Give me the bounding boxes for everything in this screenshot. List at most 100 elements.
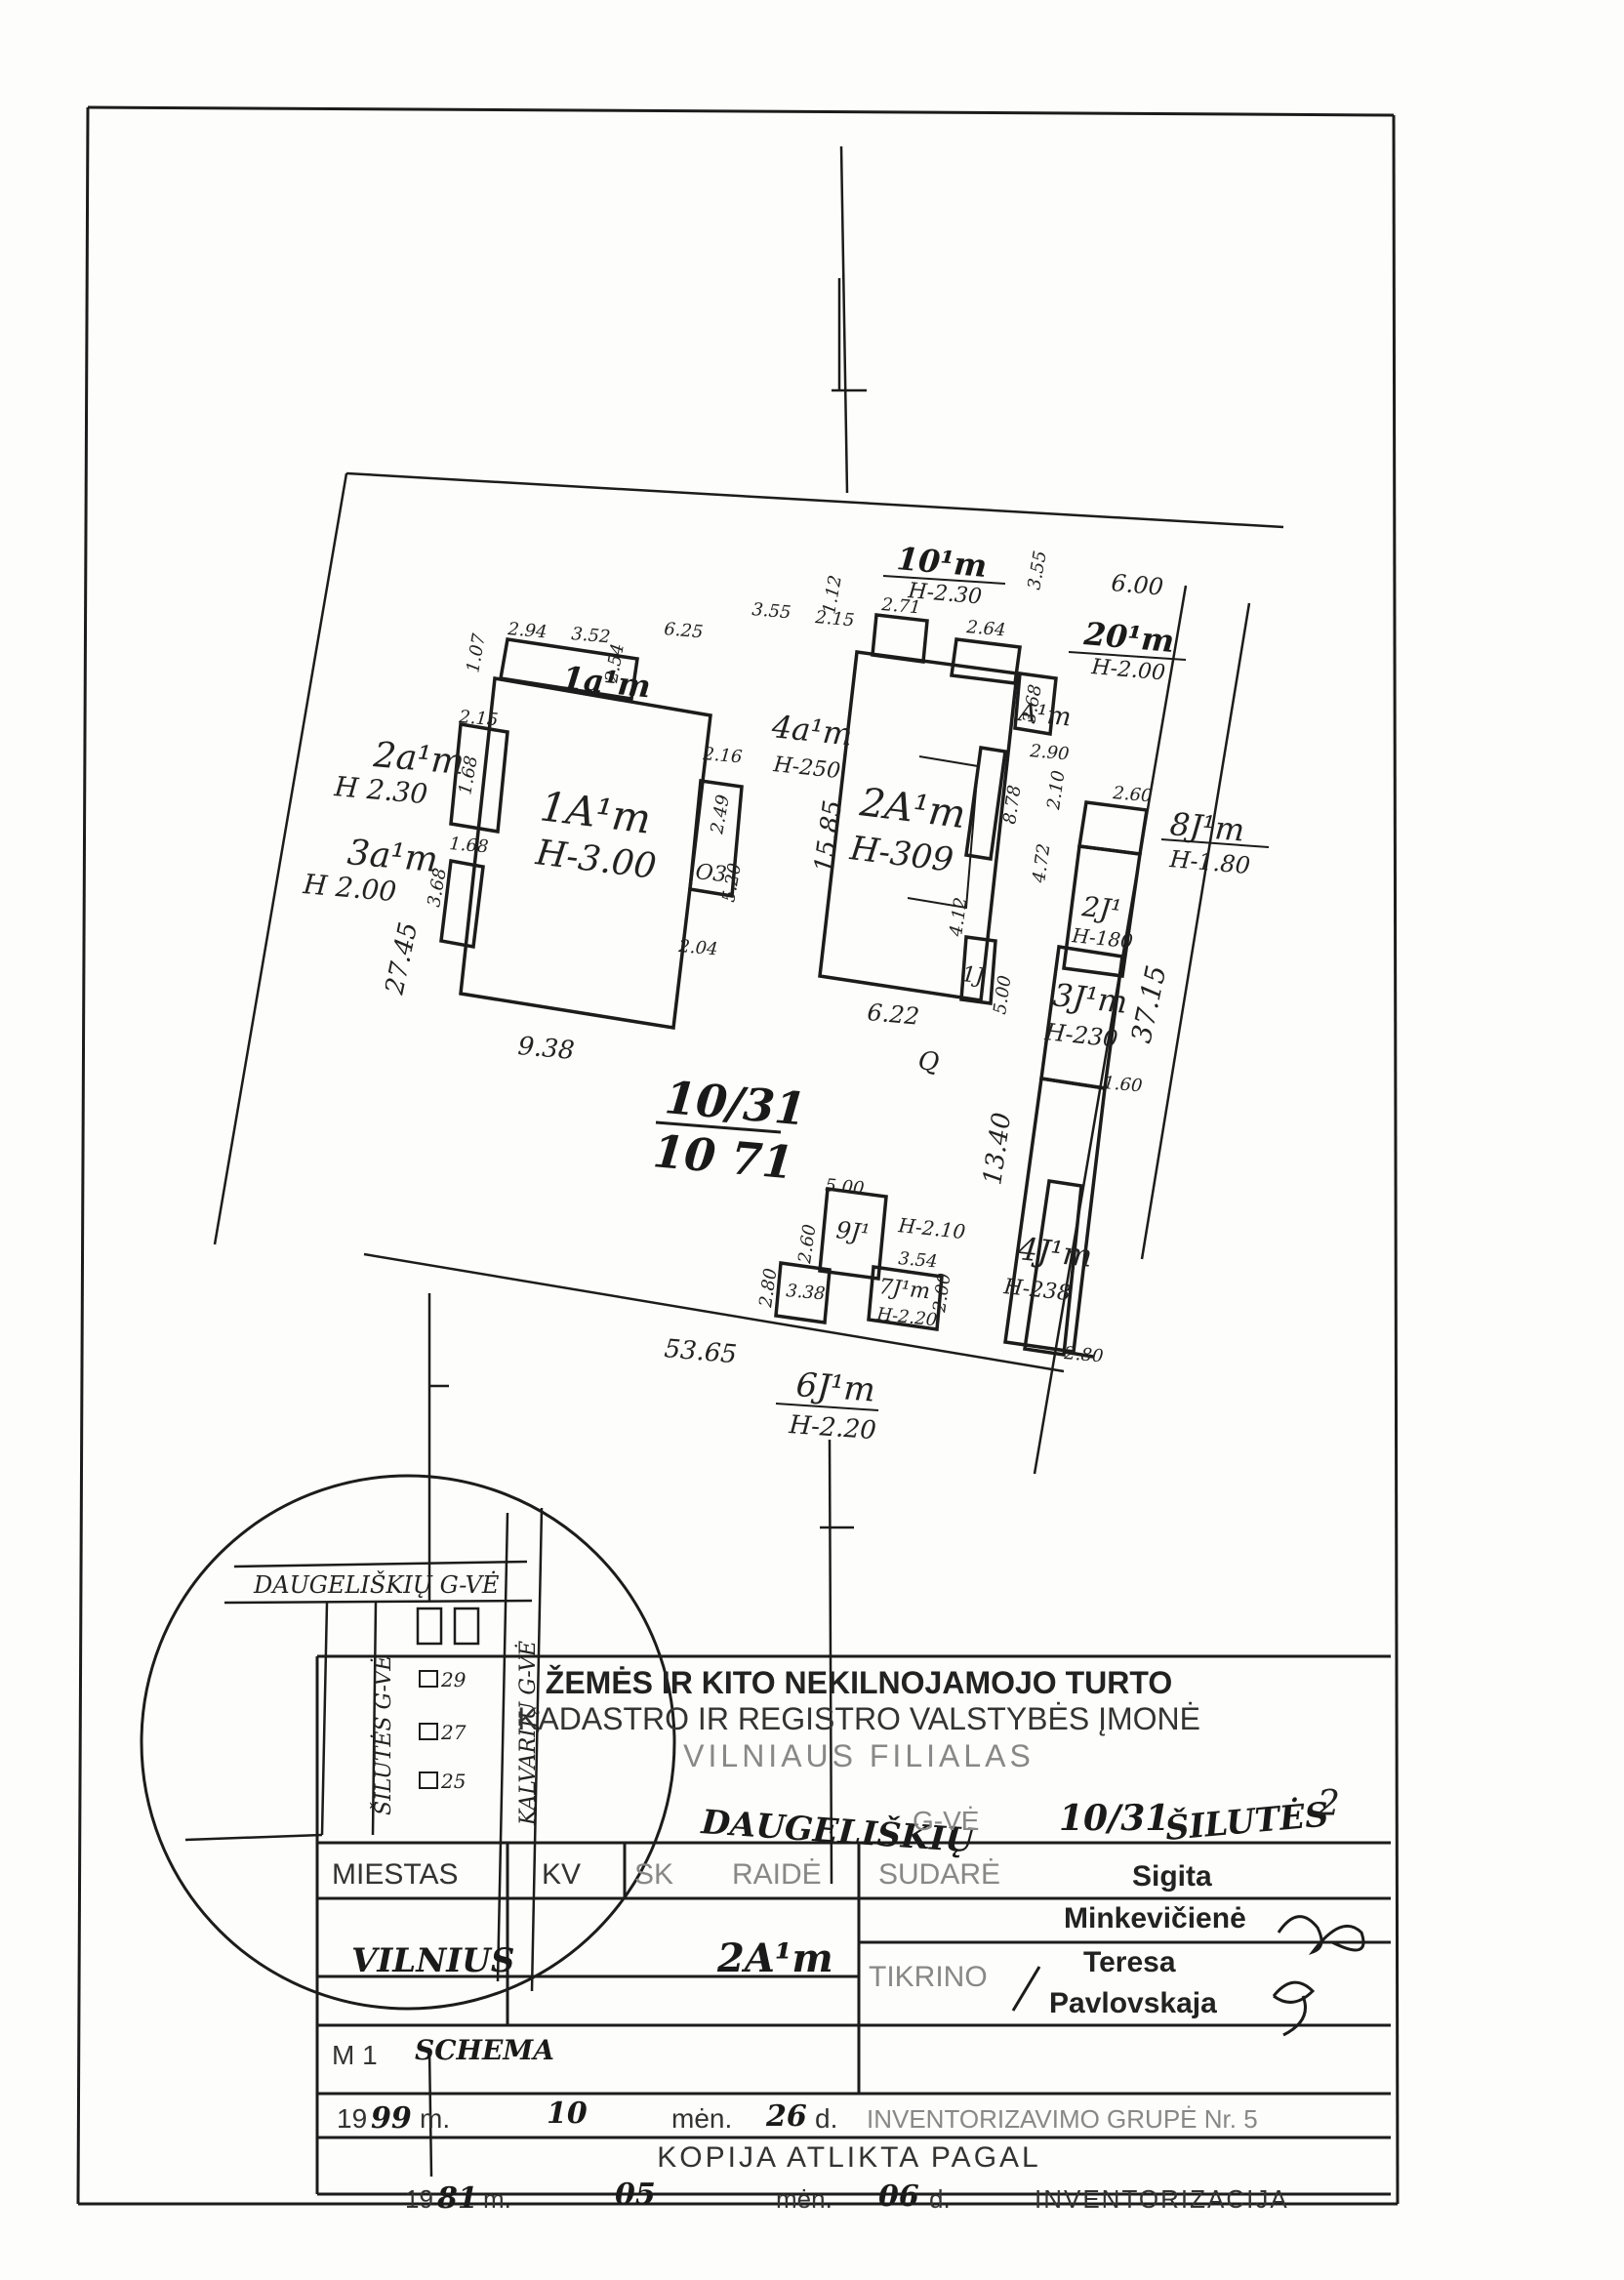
inv-m: m.: [483, 2184, 511, 2214]
dimension-label: 5.00: [825, 1175, 866, 1199]
inv-year: 81: [436, 2181, 478, 2216]
address-street-2: ŠILUTĖS: [1163, 1794, 1330, 1848]
dimension-label: 3.38: [786, 1281, 827, 1304]
dimension-label: 4.72: [1029, 842, 1055, 885]
drawn-by-last: Minkevičienė: [1064, 1902, 1246, 1934]
shed-7J: [867, 1265, 944, 1331]
j9-height: H-2.10: [896, 1213, 966, 1243]
date-men: mėn.: [671, 2103, 732, 2134]
shed-9J: [818, 1187, 888, 1281]
date-m: m.: [420, 2103, 450, 2134]
inset-house-27: 27: [440, 1721, 467, 1744]
annex-2a: [449, 721, 509, 835]
a3-label: 3a¹m: [345, 833, 439, 880]
dimension-label: 1.60: [1103, 1073, 1144, 1096]
dimension-label: 2.00: [929, 1272, 955, 1315]
inset-street-1: DAUGELIŠKIŲ G-VĖ: [253, 1570, 500, 1599]
shed-4J: [1023, 1179, 1083, 1358]
j2-label: 2J¹: [1079, 890, 1122, 926]
annex-1a: [498, 637, 639, 702]
kv-label: KV: [542, 1858, 581, 1891]
plot-side-right: 37.15: [1125, 962, 1173, 1045]
agency-line-2: KADASTRO IR REGISTRO VALSTYBĖS ĮMONĖ: [517, 1701, 1200, 1736]
dimension-label: 3.55: [1024, 550, 1051, 591]
plot-side-bottom: 53.65: [663, 1334, 738, 1369]
plot-side-right-lower: 13.40: [978, 1111, 1017, 1187]
dimension-label: 2.15: [458, 707, 500, 731]
j9-label: 9J¹: [834, 1216, 871, 1246]
parcel-area: 10 71: [651, 1124, 795, 1189]
address-gve: G-VĖ: [913, 1806, 979, 1836]
dimension-label: 1.68: [449, 834, 490, 857]
dimension-label: 2.80: [1063, 1343, 1105, 1367]
annex-o3: [688, 779, 744, 899]
plot-side-left: 27.45: [380, 919, 424, 998]
dimension-label: 2.60: [1112, 783, 1154, 807]
j8-height: H-1.80: [1167, 845, 1251, 879]
sheet-frame: [76, 105, 1400, 2206]
city-value: VILNIUS: [351, 1941, 514, 1980]
b2A-length: 15.85: [809, 798, 848, 875]
building-2A-interior: [907, 755, 980, 910]
a2-label: 2a¹m: [371, 735, 466, 783]
b1A-width: 9.38: [516, 1032, 575, 1066]
dimension-label: 2.64: [965, 617, 1007, 641]
date-day: 26: [765, 2099, 807, 2134]
annex-3a: [439, 858, 485, 950]
dimension-label: 3.54: [898, 1248, 939, 1272]
checked-by-first: Teresa: [1083, 1946, 1176, 1978]
inset-circle: [140, 1474, 676, 2011]
j1-label: 1J: [960, 962, 986, 989]
dimension-label: 2.90: [1029, 741, 1071, 765]
dimension-label: 3.52: [571, 624, 612, 647]
j7-label: 7J¹m: [877, 1275, 931, 1304]
b2A-label: 2A¹m: [857, 780, 968, 837]
letter-value: 2A¹m: [716, 1935, 833, 1981]
dimension-label: 2.04: [677, 936, 719, 960]
inv-prefix: 19: [405, 2184, 433, 2214]
checked-by-last: Pavlovskaja: [1049, 1987, 1217, 2019]
dimension-label: 2.49: [707, 794, 734, 836]
j6-height: H-2.20: [788, 1410, 877, 1445]
title-block: ŽEMĖS IR KITO NEKILNOJAMOJO TURTO KADAST…: [315, 1654, 1391, 2216]
dimension-label: 4.12: [946, 896, 972, 939]
date-d: d.: [815, 2103, 837, 2134]
a20-label: 20¹m: [1081, 615, 1175, 660]
address-number: 10/31: [1059, 1798, 1169, 1839]
a20-height: H-2.00: [1089, 655, 1165, 686]
inv-men: mėn.: [776, 2184, 832, 2214]
inset-street-2: ŠILUTĖS G-VĖ: [370, 1655, 396, 1815]
address: DAUGELIŠKIŲ G-VĖ 10/31 ŠILUTĖS 2: [699, 1784, 1340, 1861]
annex-10: [871, 613, 929, 664]
o3-label: O3: [694, 860, 727, 887]
inventory-group: INVENTORIZAVIMO GRUPĖ Nr. 5: [867, 2104, 1258, 2134]
well-label: Q: [916, 1046, 940, 1078]
signature-drawn: [1277, 1915, 1365, 1955]
inset-house-25: 25: [440, 1770, 466, 1793]
miestas-label: MIESTAS: [332, 1858, 458, 1891]
scale-value: SCHEMA: [415, 2034, 554, 2066]
inv-month: 05: [615, 2178, 656, 2212]
inv-d: d.: [929, 2184, 951, 2214]
building-1A: [459, 675, 712, 1031]
shed-line: [1003, 1076, 1107, 1354]
date-year: 99: [371, 2101, 412, 2136]
date-prefix: 19: [337, 2103, 367, 2134]
raide-label: RAIDĖ: [732, 1858, 822, 1891]
agency-line-1: ŽEMĖS IR KITO NEKILNOJAMOJO TURTO: [546, 1665, 1172, 1700]
drawn-by-first: Sigita: [1132, 1860, 1212, 1893]
j3-label: 3J¹m: [1051, 976, 1129, 1021]
inventory-label: INVENTORIZACIJA: [1035, 2184, 1289, 2214]
a3-height: H 2.00: [301, 868, 397, 908]
dimension-label: 2.10: [1043, 769, 1070, 812]
dimension-label: 1.07: [463, 631, 490, 674]
address-number-2: 2: [1317, 1784, 1340, 1824]
shed-3-38: [774, 1261, 832, 1324]
annex-o3-b: [964, 745, 1007, 862]
b2A-width: 6.22: [866, 998, 920, 1031]
scale-label: M 1: [332, 2040, 378, 2070]
inset-house-29: 29: [440, 1668, 467, 1691]
dimension-label: 3.55: [751, 599, 792, 623]
shed-2J: [1062, 844, 1142, 978]
